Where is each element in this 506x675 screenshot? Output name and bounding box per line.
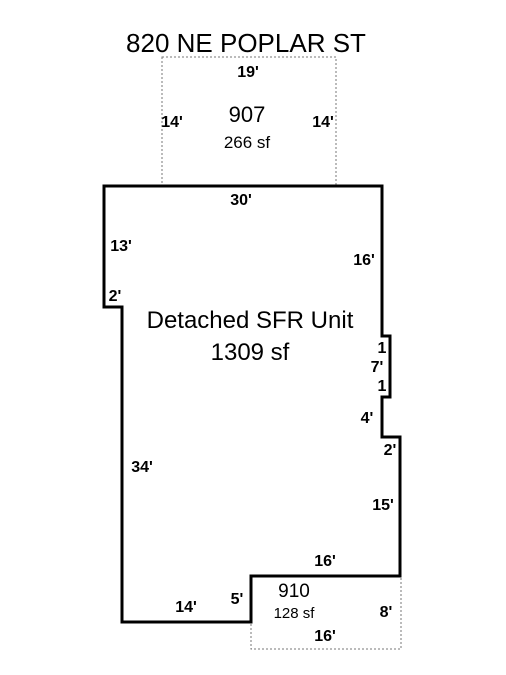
address-title: 820 NE POPLAR ST bbox=[126, 28, 366, 58]
garage-area-name: 910 bbox=[278, 581, 310, 602]
main-dim-right-mid: 4' bbox=[361, 410, 374, 427]
porch-dim-top: 19' bbox=[237, 64, 259, 81]
main-dim-left-upper: 13' bbox=[110, 238, 132, 255]
main-house-outline bbox=[102, 184, 402, 624]
main-dim-bottom-step: 5' bbox=[231, 591, 244, 608]
main-dim-top: 30' bbox=[230, 192, 252, 209]
porch-area-name: 907 bbox=[229, 102, 266, 127]
main-area-name: Detached SFR Unit bbox=[147, 307, 354, 334]
garage-dim-right: 8' bbox=[380, 604, 393, 621]
garage-area-sf: 128 sf bbox=[274, 605, 316, 622]
main-dim-right-lower: 15' bbox=[372, 497, 394, 514]
main-dim-right-jog: 2' bbox=[384, 442, 397, 459]
main-area-sf: 1309 sf bbox=[211, 339, 290, 366]
main-dim-right-bump-b: 7' bbox=[371, 359, 384, 376]
porch-area-sf: 266 sf bbox=[224, 133, 271, 152]
porch-dim-right: 14' bbox=[312, 114, 334, 131]
garage-dim-bottom: 16' bbox=[314, 628, 336, 645]
main-dim-bottom-right: 16' bbox=[314, 553, 336, 570]
main-dim-right-bump-c: 1 bbox=[378, 378, 387, 395]
main-dim-right-bump-a: 1 bbox=[378, 340, 387, 357]
main-dim-left-jog: 2' bbox=[109, 288, 122, 305]
main-dim-left-lower: 34' bbox=[131, 459, 153, 476]
porch-dim-left: 14' bbox=[161, 114, 183, 131]
main-dim-bottom-left: 14' bbox=[175, 599, 197, 616]
main-dim-right-upper: 16' bbox=[353, 252, 375, 269]
